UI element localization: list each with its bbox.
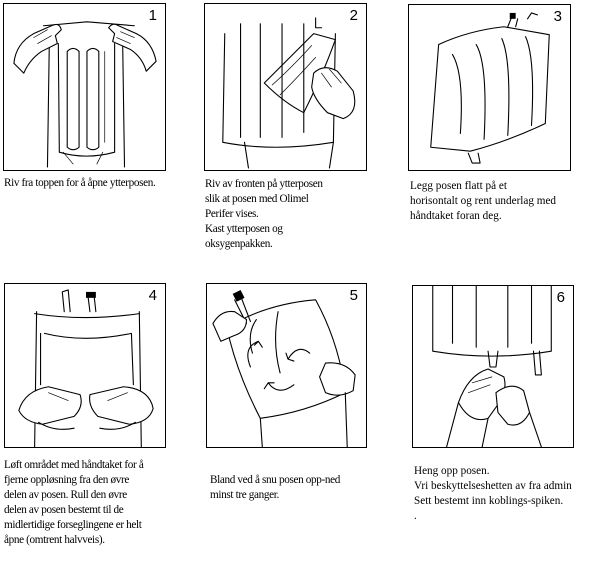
step-3-caption: Legg posen flatt på et horisontalt og re… <box>410 179 556 224</box>
caption-line: . <box>414 510 417 522</box>
roll-bag-drawing <box>18 289 154 447</box>
caption-line: Vri beskyttelseshetten av fra admin <box>414 480 572 492</box>
caption-line: Sett bestemt inn koblings-spiken. <box>414 495 564 507</box>
caption-line: horisontalt og rent underlag med <box>410 195 557 207</box>
step-4-illustration: 4 <box>4 283 166 448</box>
caption-line: Legg posen flatt på et <box>410 180 507 192</box>
step-6-illustration: 6 <box>412 285 574 448</box>
step-1-caption: Riv fra toppen for å åpne ytterposen. <box>4 176 156 191</box>
step-1-number: 1 <box>148 7 157 24</box>
caption-line: delen av posen bestemt til de <box>4 504 124 516</box>
step-3-number: 3 <box>553 8 562 25</box>
caption-line: Løft området med håndtaket for å <box>4 459 144 471</box>
caption-line: Bland ved å snu posen opp-ned <box>210 474 340 486</box>
hang-bag-drawing <box>432 286 552 447</box>
step-3-illustration: 3 <box>408 4 571 171</box>
caption-line: midlertidige forseglingene er helt <box>4 519 142 531</box>
step-5-illustration: 5 <box>206 283 367 448</box>
step-2-caption: Riv av fronten på ytterposen slik at pos… <box>205 177 323 252</box>
caption-line: Riv av fronten på ytterposen <box>205 178 323 190</box>
caption-line: delen av posen. Rull den øvre <box>4 489 127 501</box>
step-2-illustration: 2 <box>204 3 367 171</box>
caption-line: Riv fra toppen for å åpne ytterposen. <box>4 177 156 189</box>
peel-front-drawing <box>222 17 356 169</box>
step-1-illustration: 1 <box>3 3 166 171</box>
caption-line: åpne (omtrent halvveis). <box>4 534 105 546</box>
caption-line: Perifer vises. <box>205 208 259 220</box>
mix-by-inverting-drawing <box>212 289 356 447</box>
step-6-caption: Heng opp posen. Vri beskyttelseshetten a… <box>414 464 572 524</box>
step-6-number: 6 <box>556 289 565 306</box>
tear-outer-pouch-drawing <box>13 21 157 168</box>
caption-line: Kast ytterposen og <box>205 223 283 235</box>
caption-line: Heng opp posen. <box>414 465 490 477</box>
step-4-caption: Løft området med håndtaket for å fjerne … <box>4 458 144 548</box>
step-5-number: 5 <box>349 287 358 304</box>
lay-bag-flat-drawing <box>430 12 550 164</box>
step-4-number: 4 <box>148 287 157 304</box>
caption-line: håndtaket foran deg. <box>410 210 502 222</box>
step-5-caption: Bland ved å snu posen opp-ned minst tre … <box>210 473 340 503</box>
caption-line: minst tre ganger. <box>210 489 279 501</box>
step-2-number: 2 <box>349 7 358 24</box>
caption-line: oksygenpakken. <box>205 238 273 250</box>
caption-line: fjerne oppløsning fra den øvre <box>4 474 129 486</box>
caption-line: slik at posen med Olimel <box>205 193 309 205</box>
